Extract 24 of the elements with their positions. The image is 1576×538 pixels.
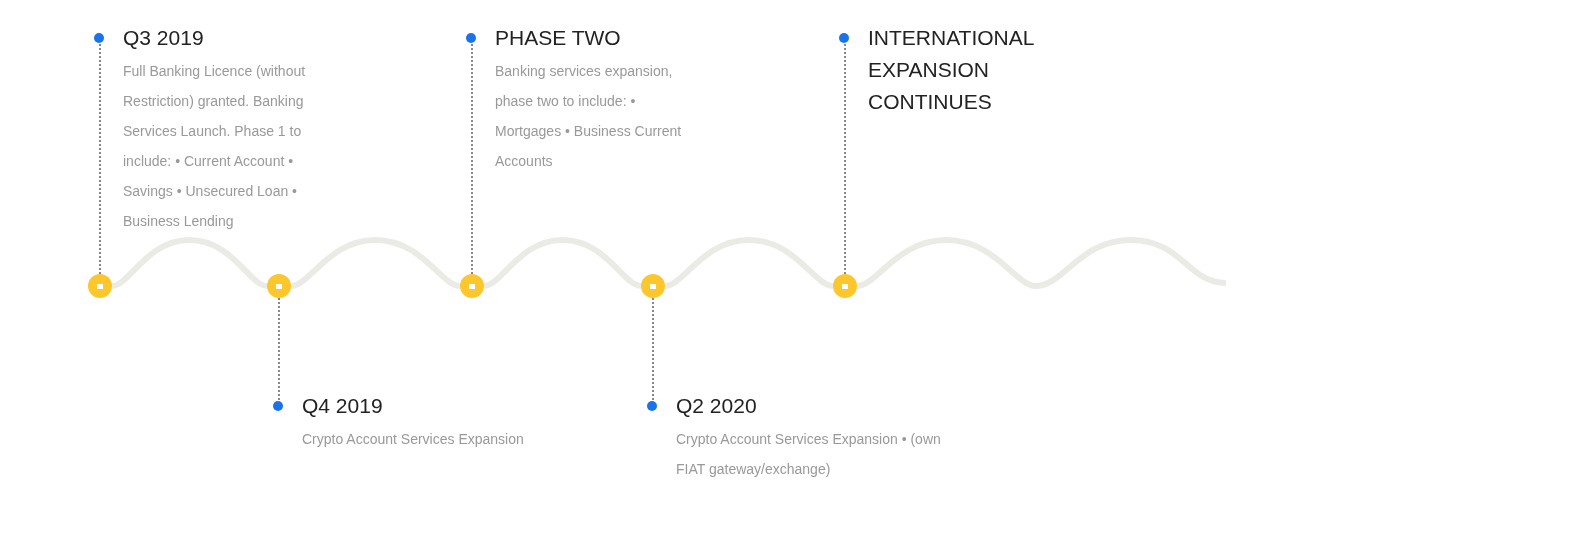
timeline-wave [290,237,461,289]
leader-line [844,43,846,275]
timeline-marker [641,274,665,298]
timeline-wave [483,237,642,289]
milestone-description: Banking services expansion, phase two to include: • Mortgages • Business Current Accounts [495,62,683,171]
milestone-description: Full Banking Licence (without Restriction) granted. Banking Services Launch. Phase 1 to include: • Current Account • Savings • Unsecured Loan • Business Lending [123,62,307,231]
milestone-heading: PHASE TWO [495,25,622,51]
milestone-description: Crypto Account Services Expansion [302,430,525,449]
milestone-description: Crypto Account Services Expansion • (own FIAT gateway/exchange) [676,430,942,479]
timeline-wave [111,237,268,289]
milestone-heading: Q2 2020 [676,393,758,419]
leader-line [278,297,280,401]
timeline-wave [664,237,834,289]
milestone-heading: Q3 2019 [123,25,205,51]
milestone-heading: INTERNATIONAL EXPANSION CONTINUES [868,25,1035,115]
leader-line [99,43,101,275]
timeline-marker [88,274,112,298]
leader-line [471,43,473,275]
timeline-marker [460,274,484,298]
timeline-marker [267,274,291,298]
timeline-marker [833,274,857,298]
milestone-heading: Q4 2019 [302,393,384,419]
timeline-wave [856,237,1227,289]
leader-line [652,297,654,401]
